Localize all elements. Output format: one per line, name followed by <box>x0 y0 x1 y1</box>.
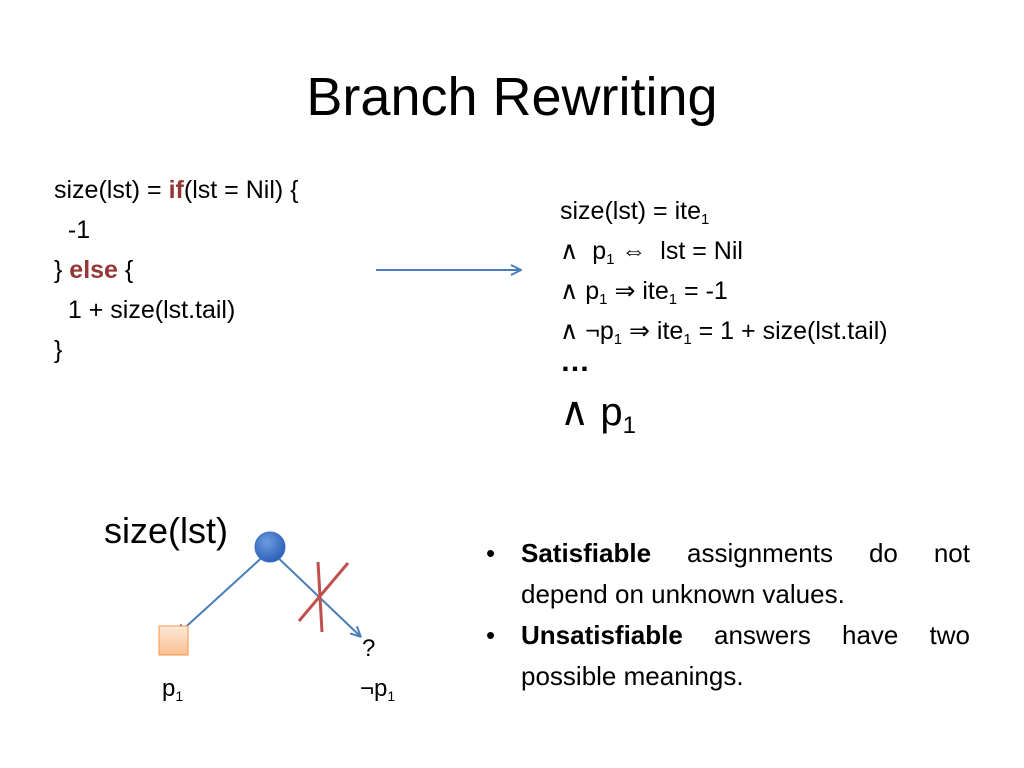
subscript: 1 <box>606 251 615 268</box>
leaf-text: ¬p <box>360 675 388 702</box>
bullet-item-unsatisfiable: • Unsatisfiable answers have two possible… <box>486 615 970 697</box>
bullet-list: • Satisfiable assignments do not depend o… <box>486 533 970 697</box>
code-line-4: 1 + size(lst.tail) <box>54 296 236 324</box>
bullet-dot: • <box>486 538 496 568</box>
cross-out-mark <box>297 561 350 633</box>
bullet-bold-term: Unsatisfiable <box>521 620 683 650</box>
formula-text: ∧ p <box>560 277 600 305</box>
leaf-text: p <box>162 675 176 702</box>
code-line-5: } <box>54 336 63 364</box>
formula-text: ∧ p <box>560 390 623 434</box>
right-leaf-label: ¬p1 <box>360 674 395 704</box>
subscript: 1 <box>683 331 692 348</box>
code-text: (lst = Nil) { <box>183 176 299 204</box>
tree-edge-right <box>271 551 360 636</box>
bullet-dot: • <box>486 620 496 650</box>
formula-line-4: ∧ ¬p1 ⇒ ite1 = 1 + size(lst.tail) <box>560 311 888 351</box>
formula-text: ∧ p <box>560 237 607 265</box>
formula-final-conjunct: ∧ p1 <box>560 385 888 439</box>
formula-text: = 1 + size(lst.tail) <box>691 317 888 345</box>
subscript: 1 <box>622 412 636 439</box>
subscript: 1 <box>701 211 710 228</box>
keyword-if: if <box>168 176 184 204</box>
formula-line-3: ∧ p1 ⇒ ite1 = -1 <box>560 271 888 311</box>
formula-text: ∧ ¬p <box>560 317 614 345</box>
formula-ellipsis: … <box>560 345 590 378</box>
tree-root-label: size(lst) <box>104 510 228 551</box>
left-leaf-label: p1 <box>162 674 183 704</box>
formula-line-1: size(lst) = ite1 <box>560 191 888 231</box>
subscript: 1 <box>387 688 396 704</box>
bullet-item-satisfiable: • Satisfiable assignments do not depend o… <box>486 533 970 615</box>
tree-leaf-node <box>158 625 189 656</box>
code-line-3: } else { <box>54 250 299 290</box>
formula-text: size(lst) = ite <box>560 197 702 225</box>
formula-text: ⇔ lst = Nil <box>614 237 743 265</box>
code-text: } <box>54 256 70 284</box>
tree-root-node <box>254 531 286 563</box>
formula-text: ⇒ ite <box>622 317 684 345</box>
tree-edge-left <box>178 551 269 634</box>
code-text: { <box>117 256 134 284</box>
bullet-text: answers have two possible meanings. <box>521 620 970 691</box>
unknown-marker: ? <box>362 635 376 662</box>
formula-line-2: ∧ p1 ⇔ lst = Nil <box>560 231 888 271</box>
subscript: 1 <box>599 291 608 308</box>
formula-block: size(lst) = ite1∧ p1 ⇔ lst = Nil∧ p1 ⇒ i… <box>560 191 888 439</box>
code-line-2: -1 <box>54 216 91 244</box>
formula-text: = -1 <box>677 277 728 305</box>
subscript: 1 <box>613 331 623 348</box>
code-block: size(lst) = if(lst = Nil) { -1} else { 1… <box>54 170 299 370</box>
subscript: 1 <box>668 291 678 308</box>
code-text: size(lst) = <box>54 176 169 204</box>
bullet-text: assignments do not depend on unknown val… <box>521 538 970 609</box>
formula-text: ⇒ ite <box>607 277 669 305</box>
code-line-1: size(lst) = if(lst = Nil) { <box>54 170 299 210</box>
slide-title: Branch Rewriting <box>306 67 718 127</box>
subscript: 1 <box>175 688 184 704</box>
bullet-bold-term: Satisfiable <box>521 538 652 568</box>
keyword-else: else <box>69 256 118 284</box>
